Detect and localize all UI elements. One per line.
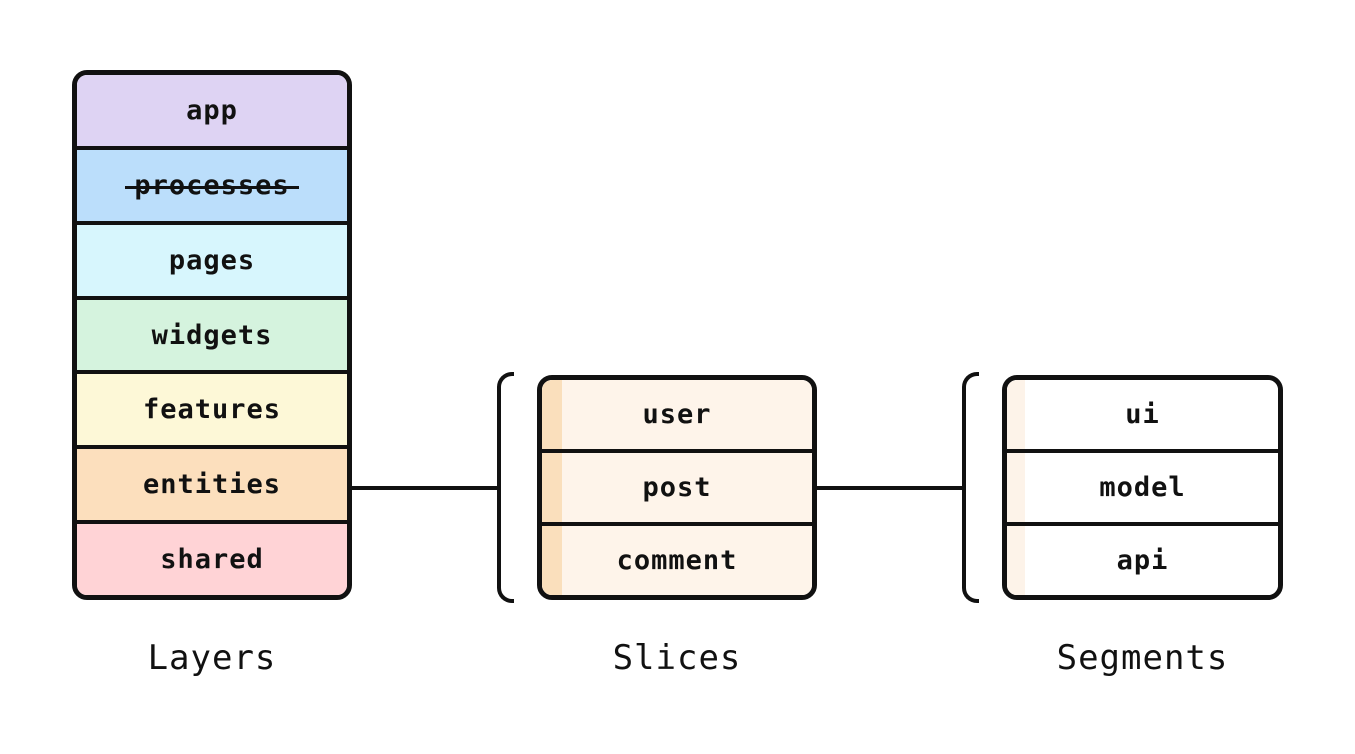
layers-stack: app processes pages widgets features ent… [72,70,352,600]
slice-accent-stripe [542,380,562,449]
segments-stack: ui model api [1002,375,1283,600]
layer-row-app: app [77,75,347,150]
layer-label-features: features [142,394,282,426]
layer-label-widgets: widgets [151,319,273,351]
segments-caption: Segments [1056,638,1229,678]
segment-row-ui: ui [1007,380,1278,453]
segment-row-model: model [1007,453,1278,526]
layer-label-pages: pages [168,244,256,276]
layer-row-features: features [77,374,347,450]
slice-accent-stripe [542,453,562,522]
segment-accent-stripe [1007,526,1025,595]
slices-caption: Slices [612,638,742,678]
slice-accent-stripe [542,526,562,595]
connector-layers-to-slices [350,486,498,490]
slice-row-post: post [542,453,812,526]
segments-bracket [962,372,979,603]
connector-slices-to-segments [815,486,963,490]
slice-row-user: user [542,380,812,453]
slice-label-comment: comment [616,545,738,576]
layer-row-entities: entities [77,449,347,525]
segment-label-model: model [1099,472,1186,503]
layer-row-pages: pages [77,224,347,300]
slice-label-user: user [642,399,712,430]
layer-row-shared: shared [77,524,347,595]
segment-row-api: api [1007,526,1278,595]
segment-accent-stripe [1007,453,1025,522]
layer-label-entities: entities [142,469,282,501]
layer-label-shared: shared [160,544,264,576]
layer-row-widgets: widgets [77,299,347,375]
segment-label-api: api [1116,545,1169,576]
segment-accent-stripe [1007,380,1025,449]
layers-caption: Layers [147,638,277,678]
segment-label-ui: ui [1125,399,1160,430]
slice-row-comment: comment [542,526,812,595]
slice-label-post: post [642,472,712,503]
slices-stack: user post comment [537,375,817,600]
layer-row-processes: processes [77,149,347,225]
slices-bracket [497,372,514,603]
layer-label-processes: processes [125,169,299,201]
layer-label-app: app [186,94,238,126]
